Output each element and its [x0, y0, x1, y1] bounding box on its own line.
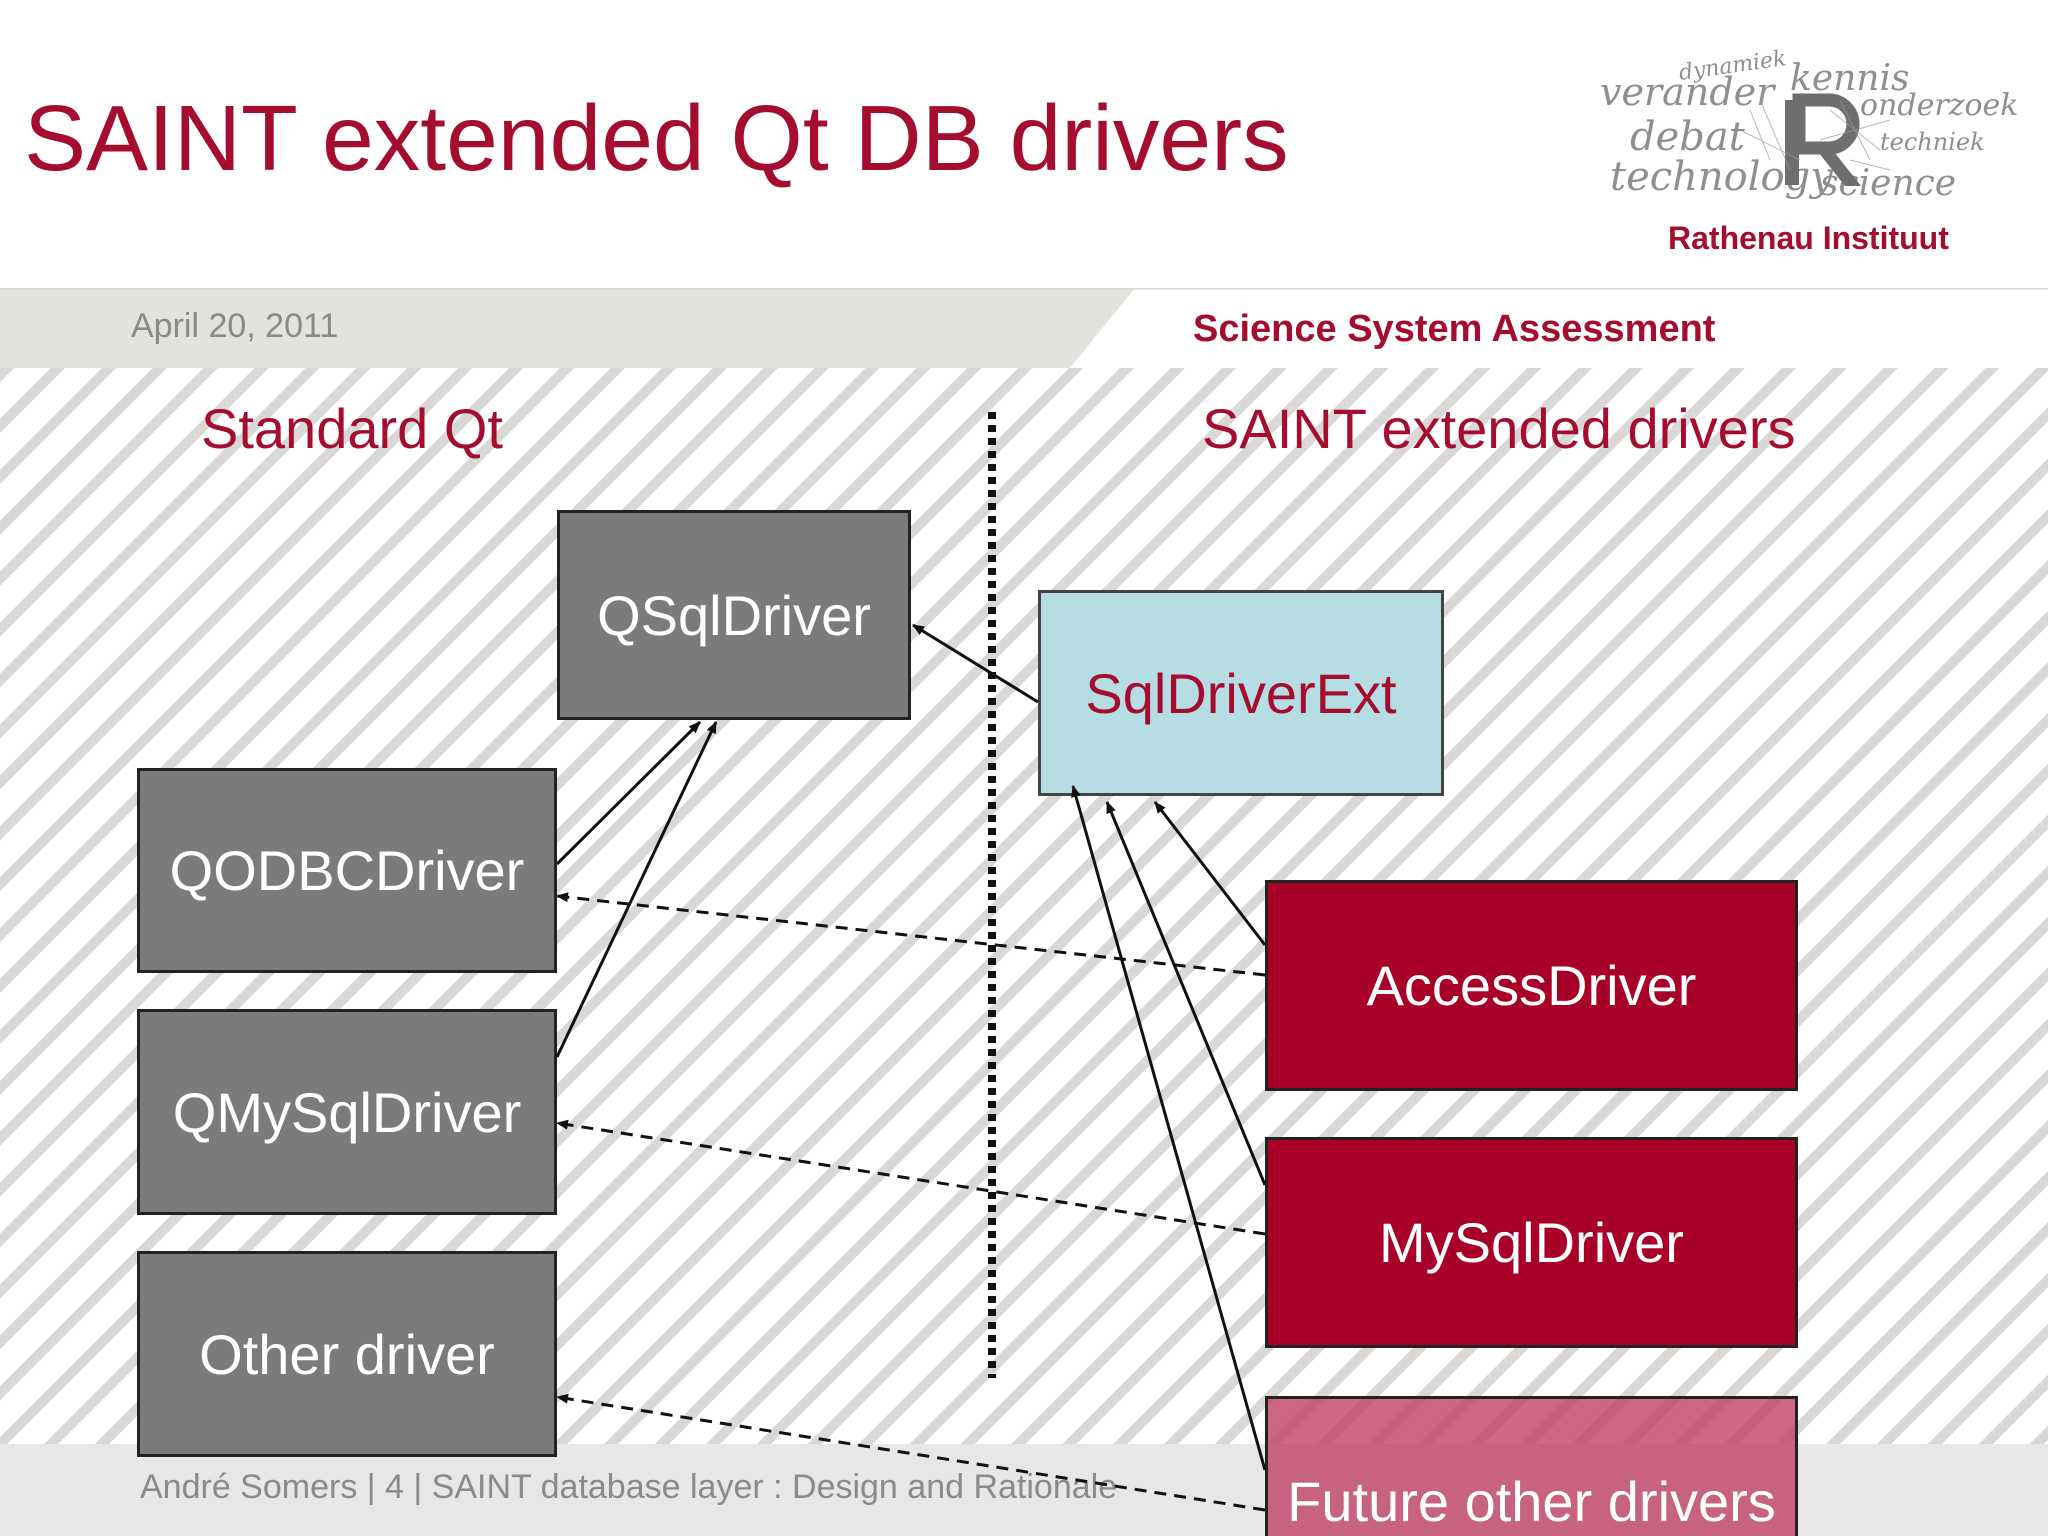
node-qmysqldriver: QMySqlDriver	[137, 1009, 557, 1215]
svg-text:techniek: techniek	[1880, 128, 1985, 156]
tagline: Science System Assessment	[1193, 308, 1716, 350]
svg-text:kennis: kennis	[1790, 58, 1909, 99]
node-mysqldriver: MySqlDriver	[1265, 1137, 1798, 1348]
node-qsqldriver: QSqlDriver	[557, 510, 911, 720]
node-future-drivers: Future other drivers	[1265, 1396, 1798, 1536]
svg-text:verander: verander	[1600, 70, 1777, 114]
rathenau-logo: dynamiek kennis verander onderzoek debat…	[1600, 46, 2018, 204]
date-label: April 20, 2011	[131, 307, 339, 345]
heading-standard-qt: Standard Qt	[201, 397, 503, 460]
footer-text: André Somers | 4 | SAINT database layer …	[140, 1468, 1118, 1506]
header-band	[0, 288, 2048, 368]
node-qodbcdriver: QODBCDriver	[137, 768, 557, 973]
logo-label: Rathenau Instituut	[1668, 220, 1949, 256]
svg-text:onderzoek: onderzoek	[1860, 88, 2018, 123]
node-other-driver: Other driver	[137, 1251, 557, 1457]
svg-text:technology: technology	[1610, 154, 1834, 200]
node-sqldriverext: SqlDriverExt	[1038, 590, 1444, 796]
svg-text:debat: debat	[1630, 114, 1746, 160]
heading-saint-extended: SAINT extended drivers	[1202, 397, 1796, 460]
slide-title: SAINT extended Qt DB drivers	[24, 86, 1289, 190]
node-accessdriver: AccessDriver	[1265, 880, 1798, 1091]
